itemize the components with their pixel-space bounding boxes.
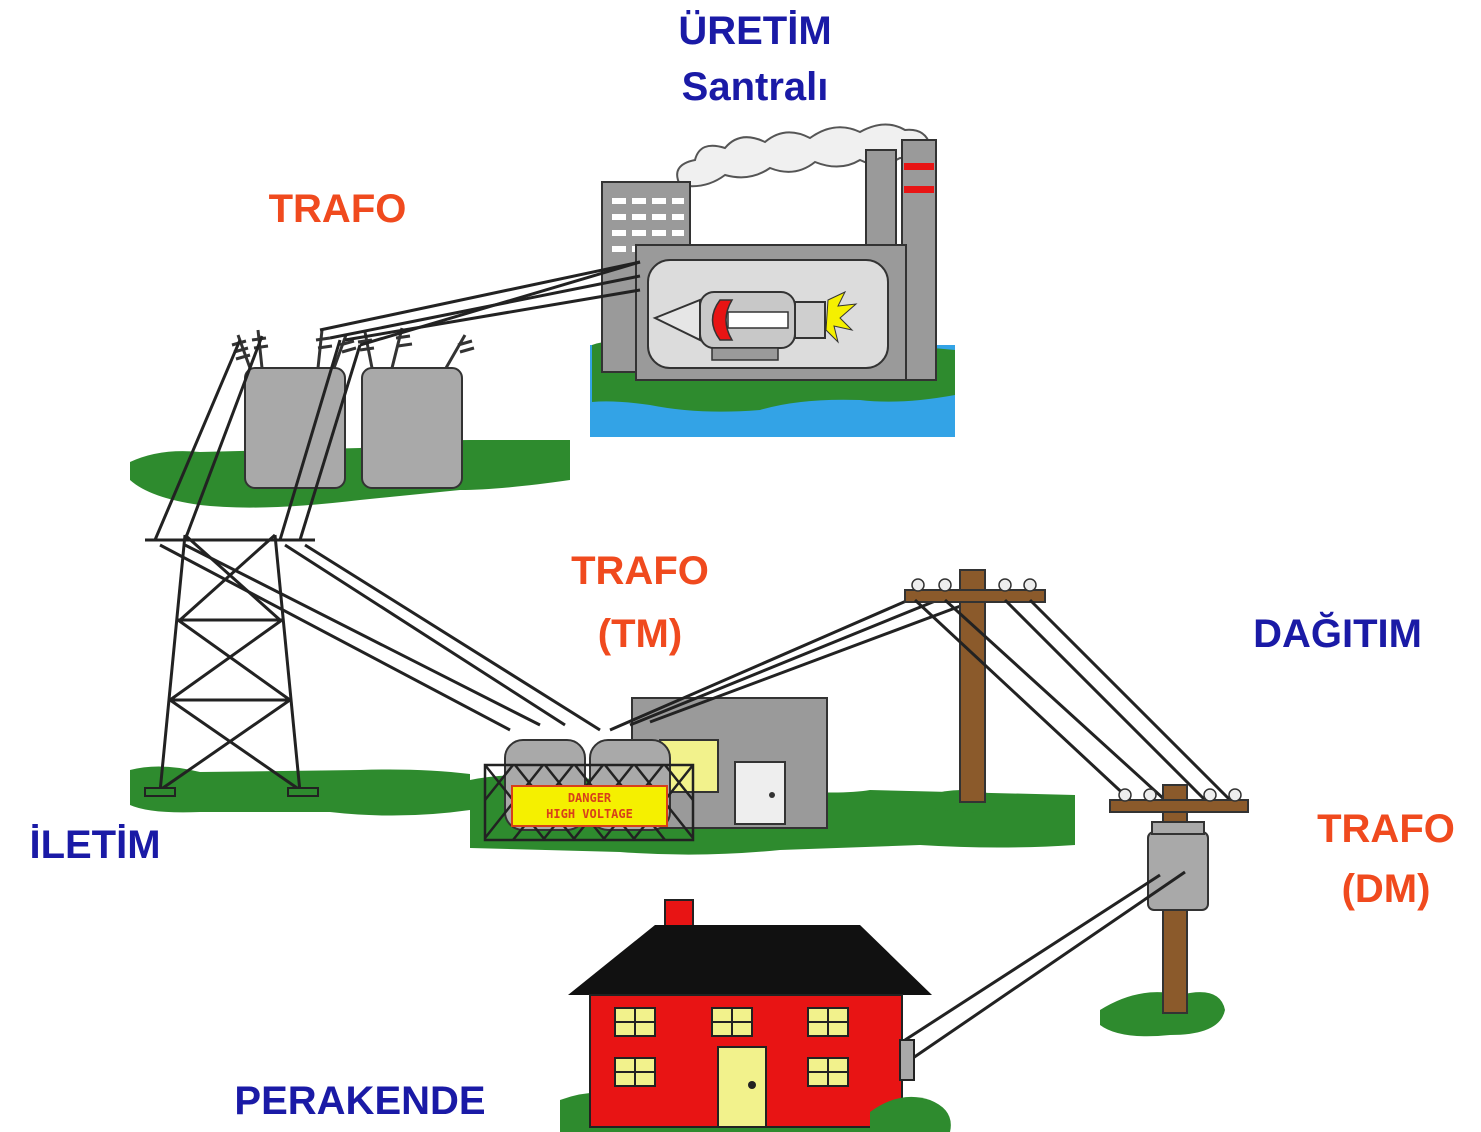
label-trafo-tm-line1: TRAFO [571,549,709,593]
danger-sign: DANGER HIGH VOLTAGE [511,785,668,827]
generator-icon [652,290,858,361]
meter-icon [899,1039,915,1081]
tm-substation-icon: DANGER HIGH VOLTAGE [470,593,1075,855]
chimney-right [901,139,937,381]
label-generation-sub: Santralı [681,65,829,109]
label-trafo-dm-line1: TRAFO [1317,807,1455,851]
label-trafo-tm-line2: (TM) [597,612,683,656]
label-generation-title: ÜRETİM [678,9,832,53]
power-plant-icon [590,123,955,437]
label-trafo-top: TRAFO [268,187,407,231]
house-icon [560,899,951,1132]
label-trafo-dm-line2: (DM) [1341,867,1431,911]
smoke [676,123,932,188]
house-roof [568,925,932,995]
door-icon [734,761,786,825]
chimney-left [865,149,897,261]
distribution-pole-icon [904,569,1232,813]
transmission-tower-icon [130,335,601,816]
substation-grass [130,440,570,508]
danger-sign-line2: HIGH VOLTAGE [546,807,633,821]
label-retail: PERAKENDE [234,1079,486,1123]
label-transmission: İLETİM [29,823,161,867]
dm-pole-transformer-icon [904,784,1249,1062]
substation-transformers-icon [130,260,641,508]
label-distribution: DAĞITIM [1253,612,1422,656]
danger-sign-line1: DANGER [568,791,612,805]
